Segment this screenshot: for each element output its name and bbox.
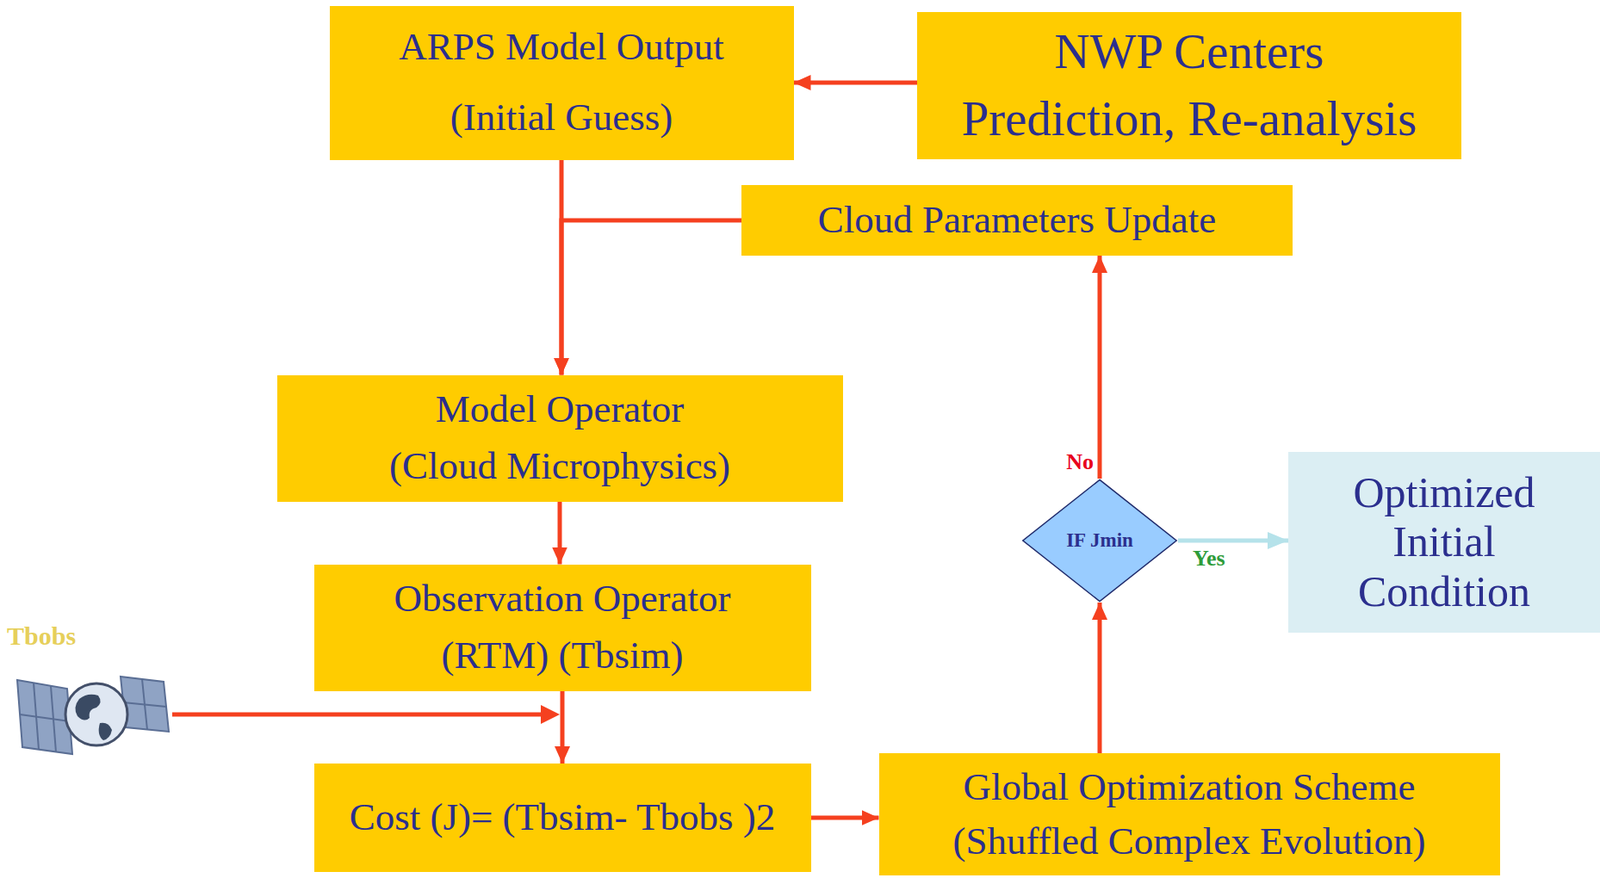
process-box: Model Operator (Cloud Microphysics)	[277, 375, 844, 503]
process-box: Global Optimization Scheme (Shuffled Comp…	[879, 753, 1501, 876]
satellite-icon	[17, 676, 169, 755]
node-text: (RTM) (Tbsim)	[440, 633, 683, 679]
node-text: (Cloud Microphysics)	[389, 444, 731, 490]
flow-arrow	[793, 80, 918, 86]
process-box: Observation Operator (RTM) (Tbsim)	[314, 564, 812, 692]
node-text: Cost (J)= (Tbsim- Tbobs )2	[349, 795, 776, 841]
node-text: Prediction, Re-analysis	[961, 90, 1418, 148]
flow-arrow	[1178, 539, 1289, 544]
node-text: Model Operator	[435, 387, 685, 433]
node-text: (Shuffled Complex Evolution)	[952, 819, 1426, 865]
signal-label: Tbobs	[6, 621, 76, 652]
observation-arrowhead	[540, 705, 560, 725]
edge-label: Yes	[1190, 545, 1228, 572]
flow-arrow	[558, 502, 563, 565]
source-box: NWP CentersPrediction, Re-analysis	[917, 12, 1462, 160]
edge-label: No	[1063, 449, 1097, 476]
node-text: NWP Centers	[1054, 23, 1325, 81]
node-text: Global Optimization Scheme	[963, 765, 1416, 811]
node-text: Observation Operator	[393, 576, 731, 622]
output-box: Optimized Initial Condition	[1288, 452, 1600, 633]
observation-arrow	[172, 713, 546, 718]
node-text: IF Jmin	[1066, 529, 1134, 552]
node-text: Cloud Parameters Update	[818, 198, 1216, 243]
node-text: ARPS Model Output	[398, 24, 725, 70]
input-box: ARPS Model Output (Initial Guess)	[329, 6, 794, 161]
process-box: Cloud Parameters Update	[741, 185, 1293, 256]
flow-arrow	[811, 816, 880, 821]
cost-box: Cost (J)= (Tbsim- Tbobs )2	[314, 763, 812, 873]
flow-arrow	[560, 691, 565, 765]
flow-arrow	[1097, 255, 1103, 479]
flow-arrow	[1097, 602, 1103, 754]
node-text: (Initial Guess)	[450, 95, 674, 141]
node-text: Optimized Initial Condition	[1314, 468, 1575, 618]
flow-arrow	[561, 220, 742, 376]
decision-diamond: IF Jmin	[1021, 478, 1179, 603]
